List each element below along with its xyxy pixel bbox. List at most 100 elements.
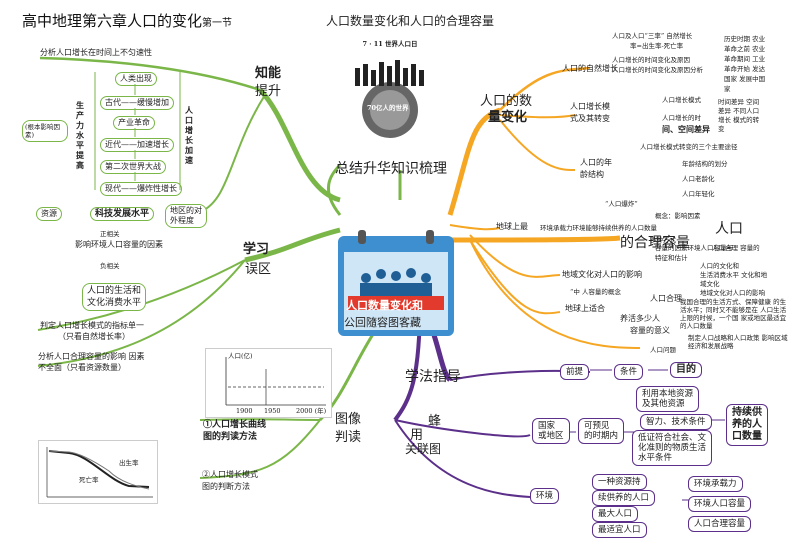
rt-item2: 人口增长的时间变化及原因 xyxy=(612,56,690,64)
method-use: 利用本地资源及其他资源 xyxy=(636,386,700,412)
step-5: 现代——爆炸性增长 xyxy=(100,182,182,196)
branch-bee-a: 蜂 xyxy=(428,414,442,429)
left-top-heading: 分析人口增长在时间上不匀速性 xyxy=(40,48,152,57)
rt-item3: 人口的自然增长 xyxy=(562,64,618,73)
misc-0: 判定人口增长模式的指标单一 xyxy=(40,321,144,330)
page-title: 高中地理第六章人口的变化第一节 xyxy=(22,12,233,30)
branch-study-b: 误区 xyxy=(245,262,272,277)
growth-curve-chart: 人口(亿) 1900 1950 2000 (年) xyxy=(205,348,332,418)
branch-cap-a: 人口 xyxy=(715,221,743,237)
rt-reason-side: 我国合理的生活方式、保障健康 的生活水平；同时又不能够是在 人口生活上限的时候，… xyxy=(680,298,787,330)
rt-reasonable-b: 容量的意义 xyxy=(630,326,670,335)
rt-cap-feature1: 人口合理 容量的 xyxy=(712,244,760,252)
rt-model-b: 式及其转变 xyxy=(570,114,610,123)
rt-item1b: 率=出生率-死亡率 xyxy=(630,42,684,50)
branch-knowledge-b: 提升 xyxy=(255,84,282,99)
branch-bee-c: 关联图 xyxy=(405,442,442,456)
branch-image-b: 判读 xyxy=(335,430,362,445)
method-env: 环境 xyxy=(530,488,560,504)
tech-core: 科技发展水平 xyxy=(90,207,155,221)
center-card: 人口数量变化和 公回隨容图客藏 xyxy=(336,228,456,338)
rt-earth: 地球上最 xyxy=(496,222,528,231)
step-3: 近代——加速增长 xyxy=(100,138,174,152)
poster-image: 7 · 11 世界人口日 70亿人的世界 xyxy=(345,40,435,140)
chart-title-b: 图的判读方法 xyxy=(203,432,258,442)
method-region: 国家或地区 xyxy=(532,418,570,444)
step-4: 第二次世界大战 xyxy=(100,160,166,174)
branch-method: 学法指导 xyxy=(405,369,461,385)
method-condition: 条件 xyxy=(614,364,644,380)
living-node: 人口的生活和文化消费水平 xyxy=(82,283,147,311)
openness-node: 地区的对外程度 xyxy=(165,204,207,228)
right-vertical-label: 人口增长加速 xyxy=(185,105,193,165)
rt-cap-desc-b: 特征和估计 xyxy=(655,254,688,262)
rt-model-item1: 人口增长的时 xyxy=(662,114,701,122)
branch-summary: 总结升华知识梳理 xyxy=(335,161,447,177)
rt-earth-desc: 环境承载力环境能够持续供养的人口数量 xyxy=(540,224,657,232)
branch-image-a: 图像 xyxy=(335,412,362,427)
method-env-items: 一种资源持 续供养的人口 最大人口 最适宜人口 xyxy=(592,474,656,538)
calendar-icon xyxy=(338,230,454,336)
rt-problem: 人口问题 xyxy=(650,346,676,354)
rt-age-1: 人口老龄化 xyxy=(682,175,715,183)
model-title-a: ②人口增长模式 xyxy=(202,470,258,479)
branch-study-a: 学习 xyxy=(243,242,270,257)
method-env-right: 环境承载力 环境人口容量 人口合理容量 xyxy=(688,474,752,534)
step-1: 古代——缓慢增加 xyxy=(100,96,174,110)
rt-reasonable: 人口合理 xyxy=(650,294,682,303)
misc-3: 不全面（只看资源数量） xyxy=(38,363,126,372)
branch-num-a: 人口的数 xyxy=(480,94,533,109)
rt-item3b: 人口增长的时间变化及原因分析 xyxy=(612,66,703,74)
rt-culture: 地域文化对人口的影响 xyxy=(562,270,642,279)
rt-cap-feature0: 多种方式 xyxy=(650,236,676,244)
method-foresee: 可预见的时期内 xyxy=(578,418,625,444)
root-factor-note: (根本影响因素) xyxy=(22,120,68,142)
rt-age-b: 龄结构 xyxy=(580,170,604,179)
rt-model-item0: 人口增长模式 xyxy=(662,96,701,104)
rt-item1: 人口及人口“三率” 自然增长 xyxy=(612,32,693,40)
rt-pop-burst: “人口爆炸” xyxy=(605,200,638,208)
page-subtitle: 人口数量变化和人口的合理容量 xyxy=(326,14,495,28)
misc-2: 分析人口合理容量的影响 因素 xyxy=(38,352,145,361)
positive-corr: 正相关 xyxy=(100,230,120,238)
step-2: 产业革命 xyxy=(113,116,155,130)
model-chart: 出生率 死亡率 xyxy=(38,440,158,504)
chart-title-a: ①人口增长曲线 xyxy=(203,420,267,430)
branch-cap-b: 的合理容量 xyxy=(620,235,690,251)
resources-node: 资源 xyxy=(36,207,62,221)
world-population-icon xyxy=(355,60,424,138)
left-vertical-label: 生产力水平提高 xyxy=(76,100,84,170)
capacity-factors: 影响环境人口容量的因素 xyxy=(75,240,163,249)
center-label: 人口数量变化和 xyxy=(346,299,423,312)
model-title-b: 图的判断方法 xyxy=(202,482,250,491)
rt-age-2: 人口年轻化 xyxy=(682,190,715,198)
rt-model-item2: 间、空间差异 xyxy=(662,124,710,134)
method-keep: 持续供养的人口数量 xyxy=(726,404,768,446)
branch-bee-b: 用 xyxy=(410,428,424,443)
branch-num-b: 量变化 xyxy=(488,110,528,125)
model-chart-svg xyxy=(46,447,153,498)
rt-model-item3: 人口增长模式转变的三个主要途径 xyxy=(640,143,738,151)
misc-1: （只看自然增长率） xyxy=(58,332,130,341)
growth-curve-svg xyxy=(225,357,326,406)
branch-knowledge-a: 知能 xyxy=(255,66,282,81)
rt-concept: 概念：影响因素 xyxy=(655,212,701,220)
rt-age-0: 年龄结构的划分 xyxy=(682,160,728,168)
rt-conc-a: “中 人容量的概念 xyxy=(570,288,621,296)
step-0: 人类出现 xyxy=(115,72,157,86)
rt-culture-side: 人口的文化和生活消费水平 文化和地 域文化地域文化对人口的影响 xyxy=(700,262,768,297)
rt-periods: 历史时期 农业革命之前 农业 革命期间 工业革命开始 发达 国家 发展中国家 xyxy=(724,35,766,93)
method-premise: 前提 xyxy=(560,364,590,380)
center-sub: 公回隨容图客藏 xyxy=(344,316,421,329)
rt-policy: 制定人口战略和人口政策 影响区域经济和发展战略 xyxy=(688,334,788,350)
rt-model-side: 时间差异 空间差异 不同人口 增长 模式的转变 xyxy=(718,98,760,133)
negative-corr: 负相关 xyxy=(100,262,120,270)
rt-earth2b: 养活多少人 xyxy=(620,314,660,323)
rt-model-a: 人口增长模 xyxy=(570,102,610,111)
method-ensure: 低证符合社会、文化准则的物质生活水平条件 xyxy=(632,430,713,466)
method-tech: 智力、技术条件 xyxy=(640,414,712,430)
method-goal: 目的 xyxy=(670,362,702,378)
rt-age-a: 人口的年 xyxy=(580,158,612,167)
rt-cap-desc-a: 容量的因素环境人口容量与 xyxy=(655,244,733,252)
